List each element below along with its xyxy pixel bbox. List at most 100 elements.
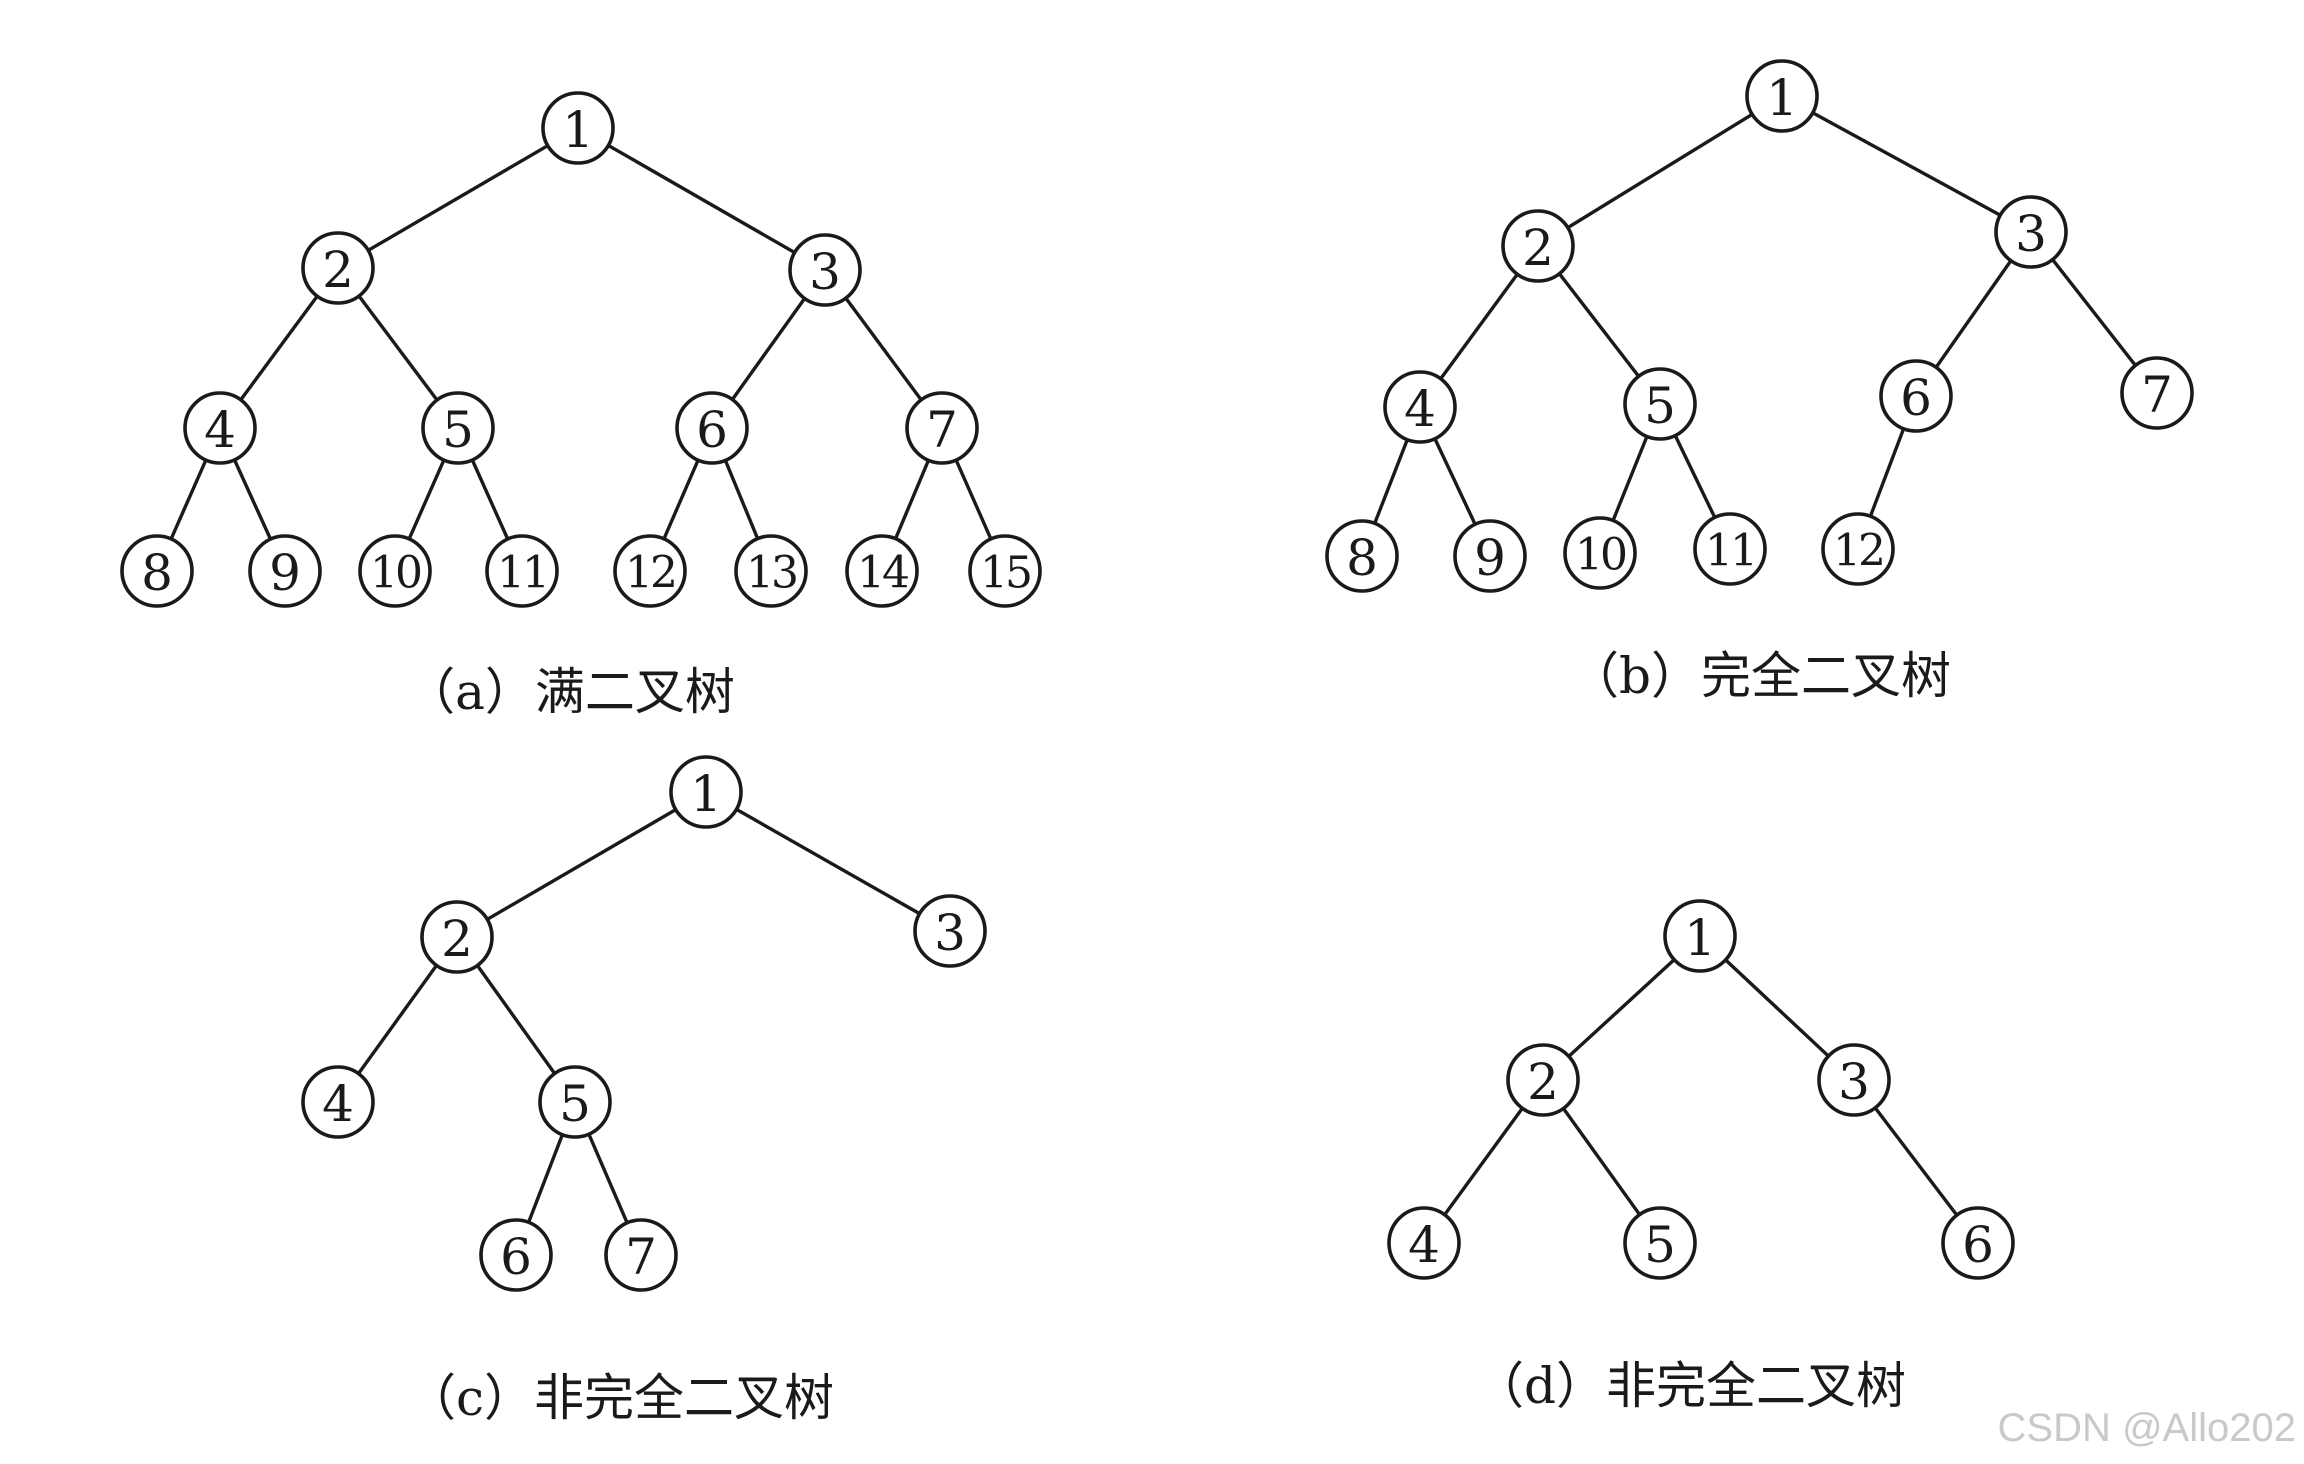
node-circle	[1501, 209, 1575, 283]
node-circle	[675, 391, 749, 465]
node-circle	[788, 233, 862, 307]
node-circle	[669, 755, 743, 829]
node-label: 12	[625, 548, 675, 599]
node-label: 1	[690, 765, 722, 823]
node-circle	[613, 534, 687, 608]
node-label: 5	[559, 1075, 591, 1133]
node-circle	[734, 534, 808, 608]
tree-node-12: 12	[613, 534, 687, 608]
node-circle	[1383, 370, 1457, 444]
node-label: 3	[934, 904, 966, 962]
tree-node-2: 2	[301, 231, 375, 305]
node-circle	[420, 900, 494, 974]
node-circle	[183, 391, 257, 465]
node-label: 2	[1527, 1053, 1559, 1111]
node-circle	[1623, 1206, 1697, 1280]
node-label: 15	[980, 548, 1030, 599]
tree-node-4: 4	[183, 391, 257, 465]
tree-node-6: 6	[479, 1218, 553, 1292]
tree-node-2: 2	[1506, 1043, 1580, 1117]
edge-1-3	[1780, 94, 2033, 234]
tree-node-6: 6	[1941, 1206, 2015, 1280]
node-circle	[1821, 512, 1895, 586]
node-label: 2	[322, 241, 354, 299]
node-label: 9	[1474, 529, 1506, 587]
tree-node-6: 6	[1879, 359, 1953, 433]
node-label: 5	[1644, 377, 1676, 435]
node-circle	[1563, 516, 1637, 590]
tree-node-5: 5	[538, 1065, 612, 1139]
tree-node-13: 13	[734, 534, 808, 608]
node-label: 7	[625, 1228, 657, 1286]
node-circle	[479, 1218, 553, 1292]
node-circle	[1817, 1043, 1891, 1117]
node-label: 13	[746, 548, 796, 599]
tree-node-5: 5	[1623, 367, 1697, 441]
node-circle	[845, 534, 919, 608]
edge-1-3	[576, 126, 827, 272]
diagram-non-complete-binary-tree-d: 1 2 3 4 5 6 （d）非完全二叉树	[1387, 899, 2015, 1415]
node-label: 10	[370, 548, 421, 599]
node-label: 6	[500, 1228, 532, 1286]
tree-node-8: 8	[120, 534, 194, 608]
edge-1-2	[1536, 94, 1784, 248]
caption-c: （c）非完全二叉树	[406, 1369, 834, 1427]
tree-node-2: 2	[420, 900, 494, 974]
node-label: 3	[1838, 1053, 1870, 1111]
node-circle	[1387, 1206, 1461, 1280]
tree-node-9: 9	[248, 534, 322, 608]
edge-1-2	[336, 126, 580, 270]
tree-node-1: 1	[541, 91, 615, 165]
node-circle	[421, 391, 495, 465]
diagram-non-complete-binary-tree-c: 1 2 3 4 5 6 7 （c）非完全二叉树	[301, 755, 987, 1427]
node-circle	[301, 231, 375, 305]
node-circle	[1663, 899, 1737, 973]
node-circle	[913, 894, 987, 968]
tree-node-12: 12	[1821, 512, 1895, 586]
node-label: 1	[1766, 69, 1798, 127]
node-circle	[604, 1218, 678, 1292]
tree-node-10: 10	[358, 534, 432, 608]
node-circle	[538, 1065, 612, 1139]
node-label: 7	[926, 401, 958, 459]
tree-node-2: 2	[1501, 209, 1575, 283]
node-circle	[968, 534, 1042, 608]
node-circle	[1879, 359, 1953, 433]
node-label: 2	[441, 910, 473, 968]
tree-node-3: 3	[1817, 1043, 1891, 1117]
node-circle	[301, 1065, 375, 1139]
node-label: 5	[442, 401, 474, 459]
node-circle	[541, 91, 615, 165]
node-circle	[1994, 195, 2068, 269]
node-label: 4	[204, 401, 236, 459]
node-label: 4	[1408, 1216, 1440, 1274]
tree-node-9: 9	[1453, 519, 1527, 593]
tree-node-7: 7	[905, 391, 979, 465]
tree-node-6: 6	[675, 391, 749, 465]
tree-node-3: 3	[1994, 195, 2068, 269]
caption-d: （d）非完全二叉树	[1474, 1357, 1906, 1415]
node-circle	[248, 534, 322, 608]
tree-node-5: 5	[421, 391, 495, 465]
tree-node-4: 4	[301, 1065, 375, 1139]
edge-1-3	[704, 790, 952, 933]
node-circle	[1506, 1043, 1580, 1117]
tree-node-1: 1	[1663, 899, 1737, 973]
tree-node-11: 11	[485, 534, 559, 608]
node-label: 6	[696, 401, 728, 459]
node-label: 5	[1644, 1216, 1676, 1274]
node-label: 3	[809, 243, 841, 301]
tree-node-3: 3	[913, 894, 987, 968]
watermark-text: CSDN @Allo202	[1998, 1406, 2297, 1450]
node-label: 9	[269, 544, 301, 602]
node-circle	[1941, 1206, 2015, 1280]
node-label: 1	[1684, 909, 1716, 967]
node-circle	[1325, 519, 1399, 593]
node-circle	[1623, 367, 1697, 441]
node-label: 8	[1346, 529, 1378, 587]
tree-node-1: 1	[1745, 59, 1819, 133]
node-label: 1	[562, 101, 594, 159]
